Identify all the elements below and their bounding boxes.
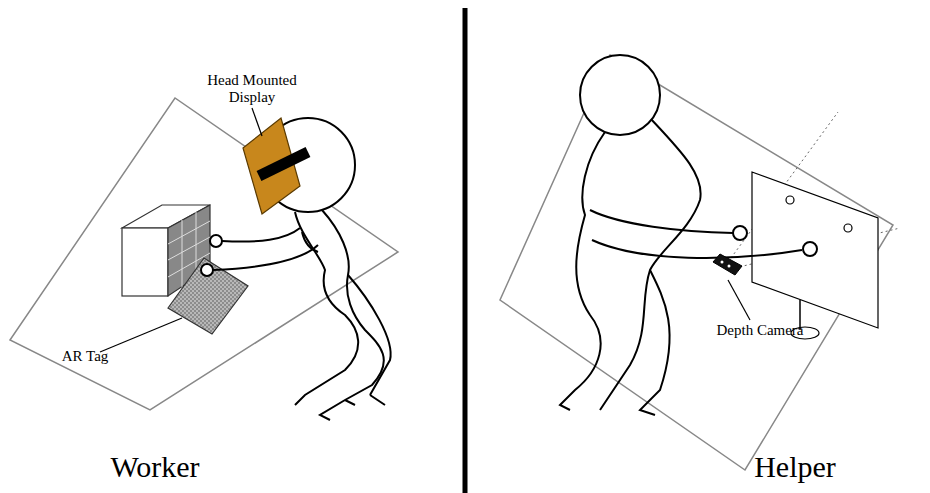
helper-arm xyxy=(590,210,733,233)
worker-figure xyxy=(213,210,391,420)
helper-front xyxy=(600,118,701,410)
depth-camera-shape xyxy=(713,254,742,275)
worker-hand xyxy=(210,235,222,247)
divider-line xyxy=(463,8,468,493)
helper-figure xyxy=(560,118,802,415)
board-hole xyxy=(786,196,794,204)
worker-leg xyxy=(348,275,391,395)
leader-line xyxy=(728,280,750,320)
leader-line xyxy=(252,108,262,136)
target-board xyxy=(752,172,878,339)
worker-arm-lower xyxy=(213,245,318,270)
helper-leg xyxy=(640,270,670,415)
board-plane xyxy=(752,172,878,328)
worker-front xyxy=(295,212,358,405)
worker-hand xyxy=(201,264,213,276)
camera-lens xyxy=(721,261,724,264)
hmd-label: Head Mounted Display xyxy=(200,72,304,107)
helper-arm xyxy=(592,240,802,258)
helper-back xyxy=(560,132,605,410)
camera-label: Depth Camera xyxy=(700,322,820,339)
helper-head xyxy=(580,55,660,135)
panel-caption: Worker xyxy=(70,450,240,485)
helper-plane xyxy=(500,55,893,470)
panel-caption: Helper xyxy=(715,450,875,485)
worker-arm-upper xyxy=(222,228,300,242)
camera-body xyxy=(713,254,742,275)
camera-lens xyxy=(728,265,731,268)
helper-hand xyxy=(803,242,817,256)
box-front xyxy=(122,228,168,296)
worker-shoulder xyxy=(302,232,318,252)
hmd-strap xyxy=(259,152,308,176)
worker-plane xyxy=(10,98,398,410)
board-hole xyxy=(844,224,852,232)
helper-hand xyxy=(733,226,747,240)
worker-feet xyxy=(345,395,385,405)
ar-tag-label: AR Tag xyxy=(40,348,130,365)
leader-line xyxy=(100,318,182,352)
